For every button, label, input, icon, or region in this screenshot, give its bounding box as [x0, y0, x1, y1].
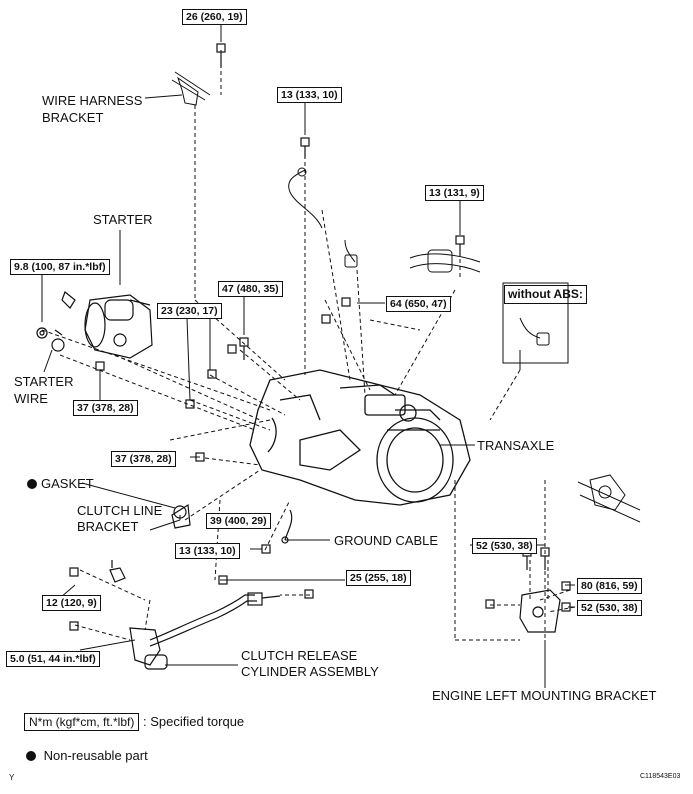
- label-gasket-text: GASKET: [41, 476, 94, 491]
- label-clutch-release-1: CLUTCH RELEASE: [241, 648, 358, 663]
- legend-torque-unit: N*m (kgf*cm, ft.*lbf): [24, 713, 140, 731]
- legend-nonreusable: Non-reusable part: [26, 748, 148, 763]
- torque-mid-bolt: 23 (230, 17): [157, 303, 222, 319]
- torque-mount-upper-bolts: 52 (530, 38): [472, 538, 537, 554]
- label-starter-wire-2: WIRE: [14, 391, 48, 406]
- without-abs-detail: [502, 282, 569, 364]
- legend-torque: N*m (kgf*cm, ft.*lbf) : Specified torque: [24, 713, 245, 731]
- torque-starter-lower-bolt: 37 (378, 28): [73, 400, 138, 416]
- label-starter-wire-1: STARTER: [14, 374, 74, 389]
- legend-torque-text: : Specified torque: [142, 714, 245, 729]
- torque-mount-right-bolt: 80 (816, 59): [577, 578, 642, 594]
- clutch-pipe-drawing: [129, 592, 281, 670]
- label-wire-harness: WIRE HARNESS: [42, 93, 143, 108]
- engine-mount-view: [577, 474, 641, 523]
- torque-lower-left-bolt: 37 (378, 28): [111, 451, 176, 467]
- label-gasket: GASKET: [27, 476, 94, 491]
- torque-starter-wire-nut: 9.8 (100, 87 in.*lbf): [10, 259, 110, 275]
- torque-starter-upper-bolt: 47 (480, 35): [218, 281, 283, 297]
- label-transaxle: TRANSAXLE: [477, 438, 555, 453]
- torque-mount-lower-bolt: 52 (530, 38): [577, 600, 642, 616]
- label-ground-cable: GROUND CABLE: [334, 533, 439, 548]
- clutch-line-drawing: [109, 503, 293, 583]
- corner-code-right: C118543E03: [640, 773, 681, 780]
- torque-clutch-bracket-nut: 12 (120, 9): [42, 595, 101, 611]
- torque-clutch-line-bracket-bolt: 39 (400, 29): [206, 513, 271, 529]
- label-clutch-release-2: CYLINDER ASSEMBLY: [241, 664, 379, 679]
- torque-wire-harness-bolt: 26 (260, 19): [182, 9, 247, 25]
- label-wire-harness-bracket: BRACKET: [42, 110, 104, 125]
- corner-code-left: Y: [9, 773, 15, 782]
- starter-drawing: [51, 291, 153, 359]
- guide-lines: [41, 50, 576, 641]
- torque-release-cylinder-line: 25 (255, 18): [346, 570, 411, 586]
- label-clutch-line-1: CLUTCH LINE: [77, 503, 163, 518]
- nonreusable-dot-icon: [27, 479, 37, 489]
- ground-strap-top: [288, 167, 323, 229]
- label-engine-left-mount: ENGINE LEFT MOUNTING BRACKET: [432, 688, 657, 703]
- torque-ground-cable-top-bolt: 13 (133, 10): [277, 87, 342, 103]
- label-starter: STARTER: [93, 212, 153, 227]
- hose-clamp: [344, 239, 481, 273]
- legend-dot-icon: [26, 751, 36, 761]
- legend-nonreusable-text: Non-reusable part: [43, 748, 148, 763]
- label-clutch-line-2: BRACKET: [77, 519, 139, 534]
- torque-release-cylinder-bolt: 5.0 (51, 44 in.*lbf): [6, 651, 100, 667]
- torque-ground-cable-bolt: 13 (133, 10): [175, 543, 240, 559]
- bolts: [36, 43, 571, 631]
- transaxle-drawing: [249, 369, 471, 506]
- torque-upper-right-bolt: 64 (650, 47): [386, 296, 451, 312]
- label-without-abs: without ABS:: [504, 285, 587, 304]
- engine-left-mounting-bracket-drawing: [519, 589, 561, 633]
- wire-harness-bracket-drawing: [171, 71, 211, 106]
- torque-hose-clamp-bolt: 13 (131, 9): [425, 185, 484, 201]
